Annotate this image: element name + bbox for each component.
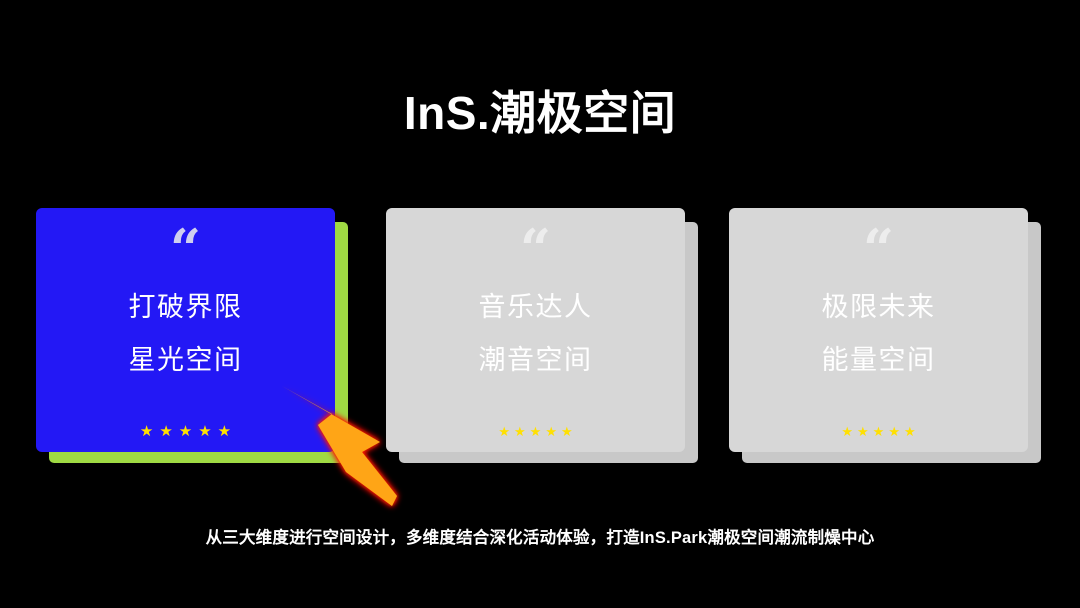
quote-open-icon: “ bbox=[519, 217, 552, 281]
star-icon: ★ bbox=[903, 424, 916, 439]
space-card-music[interactable]: “ 音乐达人 潮音空间 ★★★★★ bbox=[386, 208, 698, 463]
star-icon: ★ bbox=[159, 423, 173, 440]
star-icon: ★ bbox=[178, 423, 193, 440]
page-title: InS.潮极空间 bbox=[403, 87, 677, 139]
star-icon: ★ bbox=[857, 424, 869, 439]
card-rating-stars: ★★★★★ bbox=[729, 424, 1028, 440]
card-headline: 打破界限 bbox=[128, 292, 243, 322]
card-text-block: 打破界限 星光空间 bbox=[36, 294, 335, 374]
star-icon: ★ bbox=[545, 424, 557, 439]
star-icon: ★ bbox=[139, 423, 154, 440]
space-card-starlight[interactable]: “ 打破界限 星光空间 ★ ★ ★ ★ ★ bbox=[36, 208, 348, 463]
card-face[interactable]: “ 音乐达人 潮音空间 ★★★★★ bbox=[386, 208, 685, 452]
star-icon: ★ bbox=[888, 424, 900, 439]
space-card-energy[interactable]: “ 极限未来 能量空间 ★★★★★ bbox=[729, 208, 1041, 463]
star-icon: ★ bbox=[514, 424, 526, 439]
card-subline: 能量空间 bbox=[821, 345, 936, 375]
card-face[interactable]: “ 极限未来 能量空间 ★★★★★ bbox=[729, 208, 1028, 452]
star-icon: ★ bbox=[498, 424, 511, 439]
card-face[interactable]: “ 打破界限 星光空间 ★ ★ ★ ★ ★ bbox=[36, 208, 335, 452]
star-icon: ★ bbox=[198, 423, 212, 440]
card-subline: 星光空间 bbox=[128, 345, 243, 375]
star-icon: ★ bbox=[841, 424, 854, 439]
star-icon: ★ bbox=[872, 424, 885, 439]
card-text-block: 音乐达人 潮音空间 bbox=[386, 294, 685, 374]
card-subline: 潮音空间 bbox=[478, 345, 593, 375]
card-rating-stars: ★ ★ ★ ★ ★ bbox=[36, 424, 335, 440]
star-icon: ★ bbox=[529, 424, 542, 439]
quote-open-icon: “ bbox=[862, 217, 895, 281]
card-text-block: 极限未来 能量空间 bbox=[729, 294, 1028, 374]
card-headline: 音乐达人 bbox=[478, 292, 593, 322]
star-icon: ★ bbox=[217, 423, 232, 440]
star-icon: ★ bbox=[560, 424, 573, 439]
slide-caption: 从三大维度进行空间设计，多维度结合深化活动体验，打造InS.Park潮极空间潮流… bbox=[205, 529, 875, 547]
card-headline: 极限未来 bbox=[821, 292, 936, 322]
quote-open-icon: “ bbox=[169, 217, 202, 281]
card-rating-stars: ★★★★★ bbox=[386, 424, 685, 440]
